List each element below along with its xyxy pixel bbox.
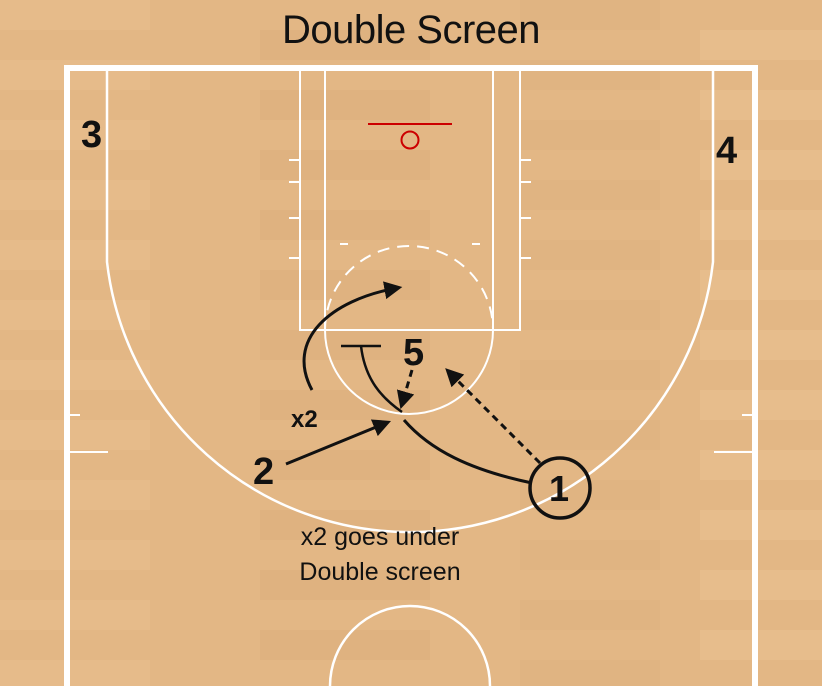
sideline-marks [67, 414, 755, 453]
inner-lane [324, 67, 494, 331]
defender-cut-arrow [302, 281, 403, 391]
player-2-cut-arrow [285, 419, 391, 466]
play-note: x2 goes under Double screen [250, 520, 510, 590]
free-throw-circle-upper [324, 245, 494, 331]
player-1-circle [528, 456, 592, 520]
lane-hash-marks [289, 159, 531, 259]
play-diagram [285, 281, 592, 520]
free-throw-circle-lower [324, 329, 494, 415]
play-note-line-1: x2 goes under [300, 523, 460, 551]
rim [400, 130, 420, 150]
diagram-title: Double Screen [281, 8, 541, 52]
three-point-line [105, 68, 715, 534]
play-note-line-2: Double screen [299, 558, 461, 586]
court-lines [64, 65, 758, 686]
player-1-dribble-path [402, 419, 533, 485]
player-1-label: 1 [549, 468, 570, 509]
basket [368, 123, 452, 150]
player-2-label: 2 [253, 451, 275, 493]
defender-x2-label: x2 [291, 406, 318, 433]
center-circle [328, 604, 492, 686]
player-3-label: 3 [81, 114, 103, 156]
player-5-label: 5 [403, 332, 425, 374]
player-5-dashed-screen [396, 369, 415, 410]
player-4-label: 4 [716, 130, 738, 172]
screen-mark [341, 344, 403, 414]
pass-line [445, 368, 542, 465]
